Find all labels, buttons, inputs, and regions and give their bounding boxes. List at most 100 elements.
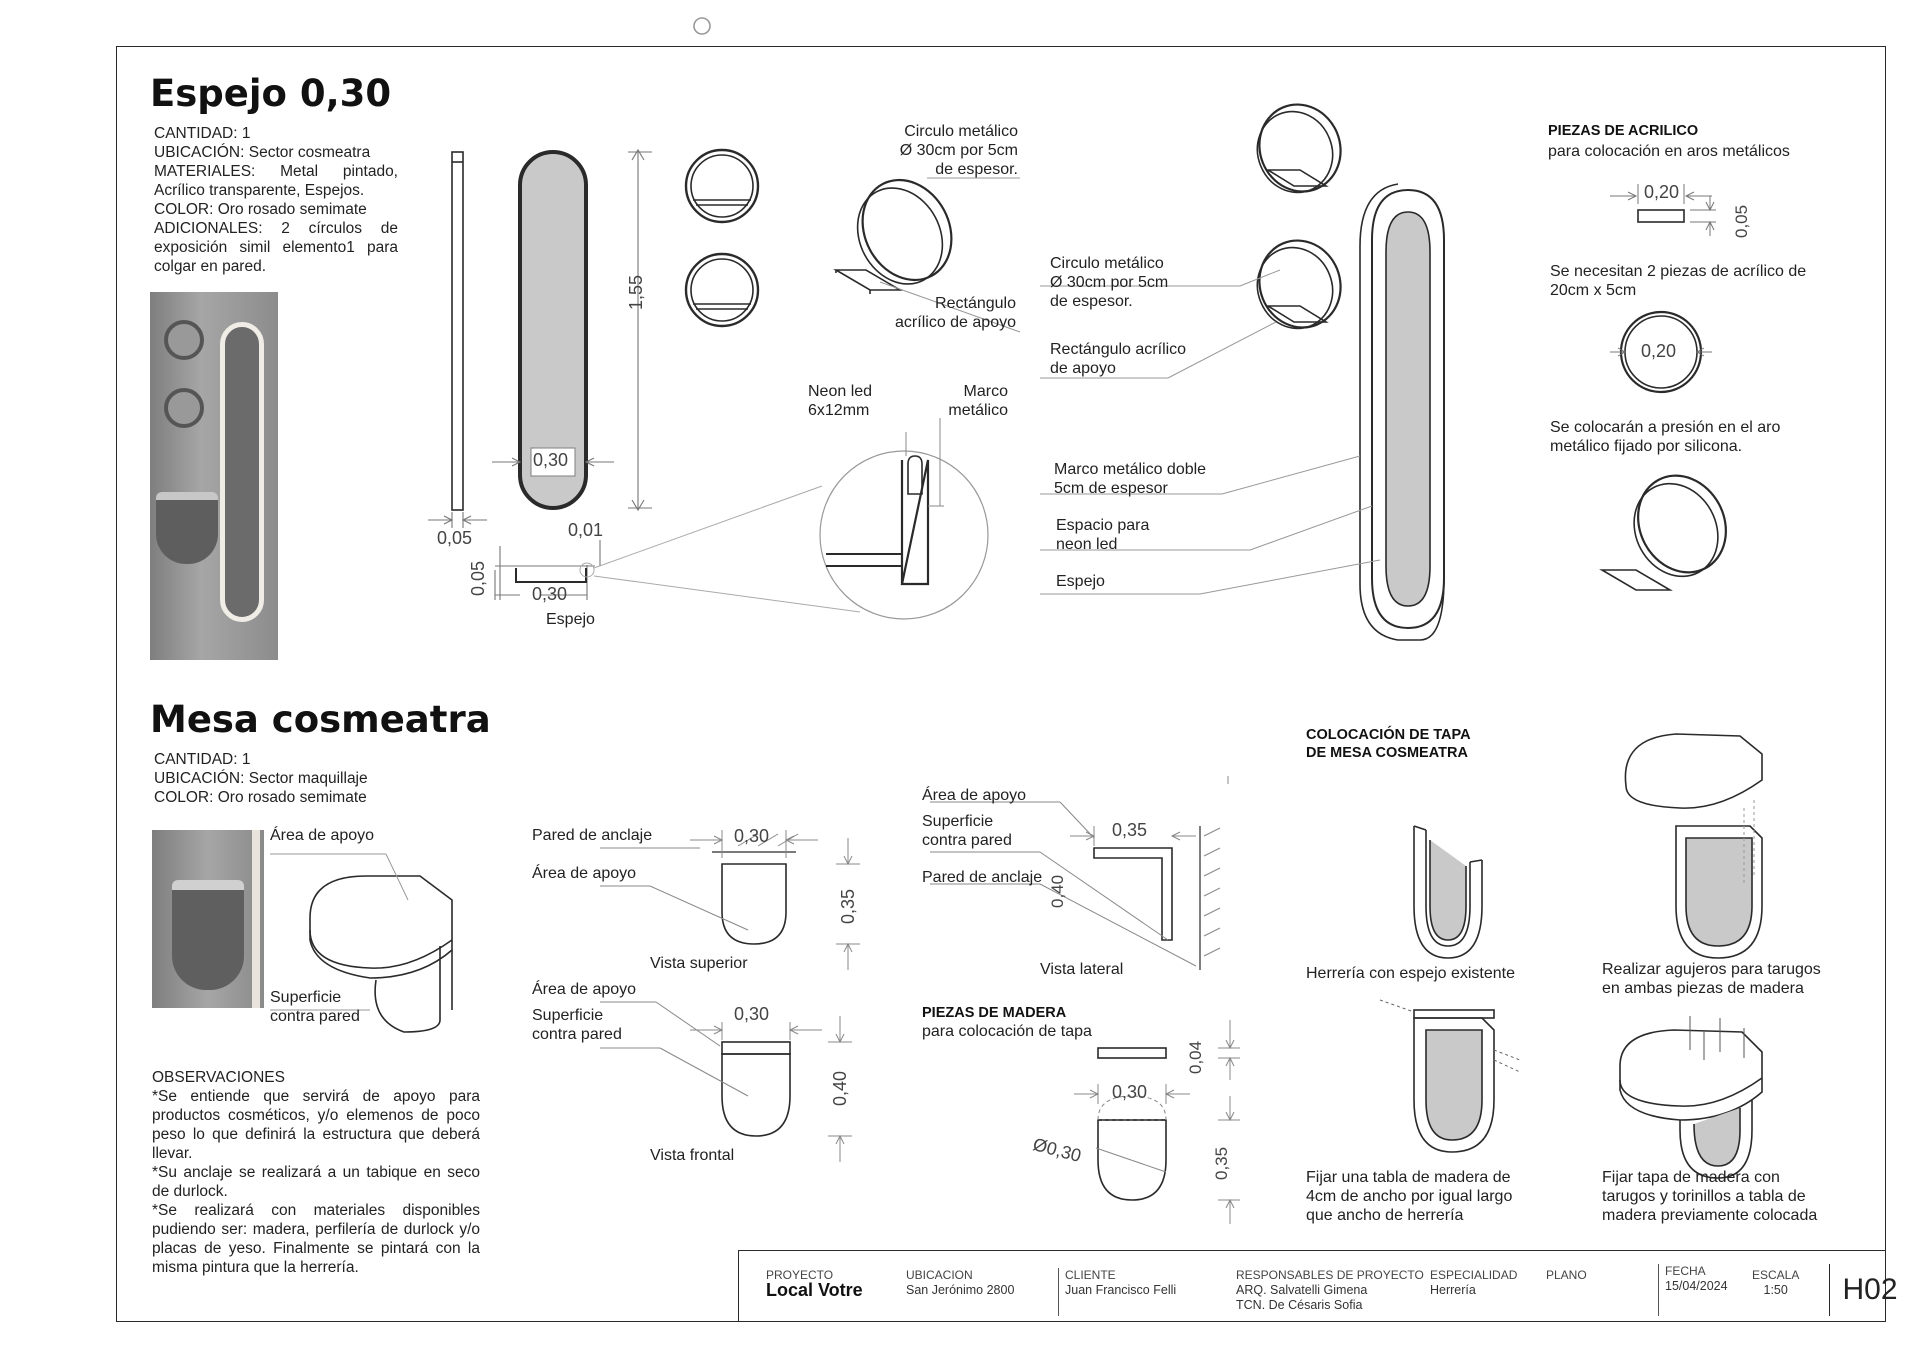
espejo-spec-adicionales: ADICIONALES: 2 círculos de exposición si… [154, 220, 398, 275]
label-line: madera previamente colocada [1602, 1207, 1818, 1224]
label-line: 20cm x 5cm [1550, 282, 1637, 299]
label-marco-metalico: Marco metálico [930, 382, 1008, 420]
vl-area-label: Área de apoyo [922, 787, 1027, 804]
tb-proyecto: PROYECTO Local Votre [766, 1268, 863, 1300]
iso-rings-large [1256, 103, 1342, 330]
photo-hook-2 [164, 388, 204, 428]
vf-superficie-label: Superficie contra pared [532, 1006, 622, 1044]
acrilico-sub: para colocación en aros metálicos [1548, 143, 1790, 160]
acrilico-note-2: Se colocarán a presión en el aro metálic… [1550, 418, 1780, 456]
espejo-specs: CANTIDAD: 1 UBICACIÓN: Sector cosmeatra … [154, 124, 398, 276]
mesa-specs: CANTIDAD: 1 UBICACIÓN: Sector maquillaje… [154, 750, 368, 807]
photo-mirror-strip [220, 322, 264, 622]
label-line: neon led [1056, 536, 1118, 553]
label-line: 5cm de espesor [1054, 480, 1168, 497]
detail-bubble [819, 418, 989, 620]
tapa-step-2-drawing [1624, 733, 1763, 959]
tb-fecha-key: FECHA [1665, 1264, 1706, 1278]
tb-responsables: RESPONSABLES DE PROYECTO ARQ. Salvatelli… [1236, 1268, 1424, 1313]
label-line: contra pared [922, 832, 1012, 849]
vs-dim-depth: 0,35 [838, 888, 858, 924]
espejo-spec-cantidad: CANTIDAD: 1 [154, 125, 251, 142]
label-line: de espesor. [1050, 293, 1133, 310]
small-circles-elevation [684, 148, 760, 328]
label-circulo-iso: Circulo metálico Ø 30cm por 5cm de espes… [1050, 254, 1168, 311]
mesa-spec-ubicacion: UBICACIÓN: Sector maquillaje [154, 770, 368, 787]
acrilico-heading: PIEZAS DE ACRILICO [1548, 123, 1699, 139]
label-rect-top: Rectángulo acrílico de apoyo [860, 294, 1016, 332]
mesa-iso-drawing [309, 875, 453, 1033]
obs-title: OBSERVACIONES [152, 1069, 285, 1086]
madera-heading: PIEZAS DE MADERA [922, 1005, 1067, 1021]
dim-height-1-55: 1,55 [626, 274, 646, 310]
espejo-spec-materiales: MATERIALES: Metal pintado, Acrílico tran… [154, 163, 398, 199]
photo-mesa-mirror-edge [252, 830, 260, 1008]
iso-mirror [1359, 183, 1445, 641]
title-block [738, 1250, 1886, 1322]
tapa-heading: COLOCACIÓN DE TAPA DE MESA COSMEATRA [1306, 726, 1471, 762]
tb-plano-key: PLANO [1546, 1268, 1587, 1282]
dim-section-height: 0,05 [468, 560, 488, 596]
photo-hook-1 [164, 320, 204, 360]
tb-fecha-value: 15/04/2024 [1665, 1279, 1728, 1293]
obs-item: *Se entiende que servirá de apoyo para p… [152, 1088, 480, 1162]
mesa-iso-superficie-label: Superficie contra pared [270, 988, 360, 1026]
mesa-iso-area-label: Área de apoyo [270, 827, 375, 844]
tb-proyecto-value: Local Votre [766, 1280, 863, 1300]
label-line: COLOCACIÓN DE TAPA [1306, 727, 1471, 743]
espejo-spec-ubicacion: UBICACIÓN: Sector cosmeatra [154, 144, 371, 161]
vista-frontal-drawing [600, 1001, 852, 1162]
label-line: de apoyo [1050, 360, 1116, 377]
madera-dim-depth: 0,35 [1212, 1146, 1231, 1180]
label-line: Circulo metálico [904, 123, 1018, 140]
espejo-title: Espejo 0,30 [150, 72, 392, 115]
tapa-step-3-caption: Fijar una tabla de madera de 4cm de anch… [1306, 1168, 1512, 1225]
label-line: Superficie [270, 989, 342, 1006]
vs-caption: Vista superior [650, 955, 748, 972]
label-line: contra pared [270, 1008, 360, 1025]
label-line: en ambas piezas de madera [1602, 980, 1804, 997]
vista-superior-drawing [600, 830, 860, 970]
vl-superficie-label: Superficie contra pared [922, 812, 1012, 850]
label-line: Se necesitan 2 piezas de acrílico de [1550, 263, 1807, 280]
tb-fecha: FECHA 15/04/2024 [1658, 1264, 1728, 1316]
mesa-title: Mesa cosmeatra [150, 698, 491, 741]
label-marco-doble: Marco metálico doble 5cm de espesor [1054, 460, 1206, 498]
mesa-observaciones: OBSERVACIONES *Se entiende que servirá d… [152, 1068, 480, 1277]
label-line: Superficie [922, 813, 994, 830]
madera-sub: para colocación de tapa [922, 1023, 1092, 1040]
photo-shelf [156, 492, 218, 564]
label-line: Rectángulo acrílico [1050, 341, 1187, 358]
tb-escala: ESCALA 1:50 [1752, 1268, 1799, 1298]
label-line: tarugos y torinillos a tabla de [1602, 1188, 1806, 1205]
tapa-step-2-caption: Realizar agujeros para tarugos en ambas … [1602, 960, 1821, 998]
mesa-reference-photo [152, 830, 264, 1008]
dim-acrilico-height: 0,05 [1732, 204, 1751, 238]
label-line: 4cm de ancho por igual largo [1306, 1188, 1513, 1205]
label-line: Ø 30cm por 5cm [1050, 274, 1169, 291]
label-line: Marco metálico doble [1054, 461, 1207, 478]
label-line: Realizar agujeros para tarugos [1602, 961, 1821, 978]
vs-dim-width: 0,30 [734, 826, 770, 846]
drawing-sheet-border [116, 46, 1886, 1322]
tb-ubicacion-value: San Jerónimo 2800 [906, 1283, 1015, 1297]
vf-dim-height: 0,40 [830, 1070, 850, 1106]
dim-section-width: 0,30 [532, 584, 568, 604]
tb-resp-key: RESPONSABLES DE PROYECTO [1236, 1268, 1424, 1282]
obs-item: *Se realizará con materiales disponibles… [152, 1202, 480, 1276]
section-label-espejo: Espejo [546, 611, 595, 628]
tb-esp-key: ESPECIALIDAD [1430, 1268, 1518, 1282]
dim-thick-0-05: 0,05 [437, 528, 473, 548]
hole-mark [693, 17, 711, 35]
label-line: Ø 30cm por 5cm [899, 142, 1018, 159]
tapa-step-3-drawing [1379, 999, 1521, 1153]
label-line: contra pared [532, 1026, 622, 1043]
espejo-reference-photo [150, 292, 278, 660]
tapa-step-1-drawing [1413, 825, 1483, 959]
tapa-step-1-caption: Herrería con espejo existente [1306, 965, 1515, 982]
vl-caption: Vista lateral [1040, 961, 1124, 978]
mirror-front-elevation [518, 150, 588, 510]
madera-dim-width: 0,30 [1112, 1082, 1148, 1102]
label-line: Superficie [532, 1007, 604, 1024]
